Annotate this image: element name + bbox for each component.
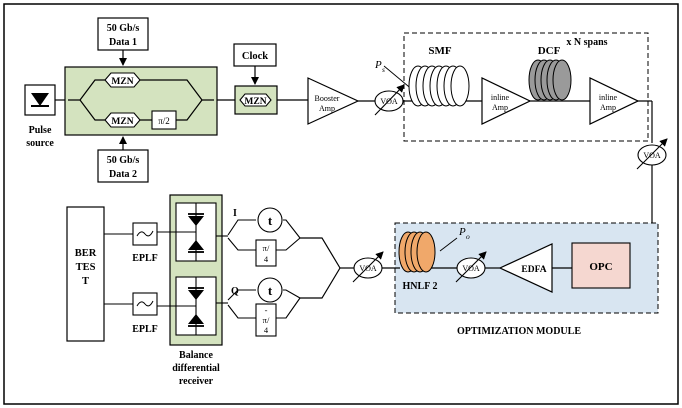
svg-text:inline: inline	[599, 93, 618, 102]
svg-text:Amp: Amp	[600, 103, 616, 112]
delay-i: t	[268, 213, 273, 228]
voa-right: VOA	[636, 138, 668, 170]
split-lower	[300, 267, 341, 299]
interferometer-q: t - π/ 4 Q	[227, 277, 301, 337]
eplf-top: EPLF	[132, 222, 158, 264]
span-box	[403, 32, 649, 142]
split-upper	[300, 237, 341, 269]
voa-top: VOA	[374, 84, 405, 116]
svg-text:EPLF: EPLF	[132, 324, 158, 335]
data1-source: 50 Gb/s Data 1	[97, 17, 149, 66]
voa-module: VOA	[455, 251, 487, 283]
spans-label: x N spans	[566, 37, 607, 48]
balanced-receiver: Balance differential receiver	[169, 194, 223, 387]
svg-text:receiver: receiver	[179, 376, 214, 387]
pulse-label: Pulse	[29, 125, 52, 136]
svg-text:o: o	[466, 232, 470, 241]
svg-text:Data 1: Data 1	[109, 37, 137, 48]
svg-text:π/: π/	[263, 243, 270, 253]
opc-block: OPC	[571, 242, 631, 289]
svg-text:50 Gb/s: 50 Gb/s	[107, 155, 140, 166]
svg-text:EPLF: EPLF	[132, 253, 158, 264]
edfa-amp: EDFA	[498, 243, 553, 293]
clock-modulator: MZN	[234, 85, 278, 115]
ber-tester: BER TES T	[66, 206, 105, 342]
outer-frame	[3, 3, 679, 405]
interferometer-i: t π/ 4 I	[227, 207, 301, 267]
svg-text:differential: differential	[172, 363, 220, 374]
svg-text:EDFA: EDFA	[521, 265, 546, 275]
svg-text:π/2: π/2	[158, 116, 170, 126]
q-label: Q	[231, 286, 239, 297]
pulse-source: Pulse source	[24, 84, 56, 149]
svg-text:P: P	[374, 59, 382, 71]
svg-text:MZN: MZN	[111, 117, 133, 127]
svg-text:Booster: Booster	[315, 94, 340, 103]
inline-amp-1: inline Amp	[481, 77, 532, 125]
svg-text:-: -	[265, 305, 268, 315]
phase-shift-pi-2: π/2	[151, 110, 177, 130]
svg-text:VOA: VOA	[359, 264, 377, 273]
smf-coil: SMF	[408, 45, 470, 107]
source-label: source	[26, 138, 54, 149]
svg-text:VOA: VOA	[643, 151, 661, 160]
svg-text:BER: BER	[75, 248, 97, 259]
dcf-coil: DCF	[528, 45, 572, 101]
booster-amp: Booster Amp	[307, 77, 360, 125]
svg-text:T: T	[82, 276, 89, 287]
voa-receiver: VOA	[352, 251, 384, 283]
smf-label: SMF	[428, 45, 452, 57]
data2-source: 50 Gb/s Data 2	[97, 136, 149, 183]
svg-text:VOA: VOA	[462, 264, 480, 273]
optimization-module-label: OPTIMIZATION MODULE	[457, 326, 581, 337]
svg-text:Balance: Balance	[179, 350, 213, 361]
svg-text:Clock: Clock	[242, 51, 268, 62]
svg-text:MZN: MZN	[244, 97, 266, 107]
iq-modulator: MZN MZN π/2	[64, 66, 218, 136]
svg-text:s: s	[382, 65, 385, 74]
svg-text:π/: π/	[263, 315, 270, 325]
svg-text:Amp: Amp	[319, 104, 335, 113]
svg-text:50 Gb/s: 50 Gb/s	[107, 23, 140, 34]
svg-text:OPC: OPC	[589, 261, 612, 273]
svg-text:Data 2: Data 2	[109, 169, 137, 180]
svg-text:MZN: MZN	[111, 77, 133, 87]
eplf-bottom: EPLF	[132, 292, 158, 335]
mzn-bottom: MZN	[104, 112, 141, 128]
hnlf-label: HNLF 2	[403, 281, 438, 292]
svg-text:TES: TES	[76, 262, 96, 273]
svg-text:P: P	[458, 226, 466, 238]
dcf-label: DCF	[538, 45, 561, 57]
delay-q: t	[268, 283, 273, 298]
mzn-top: MZN	[104, 72, 141, 88]
svg-text:4: 4	[264, 325, 269, 335]
hnlf-coil: HNLF 2	[398, 231, 438, 292]
po-label: P o	[439, 226, 470, 252]
svg-text:Amp: Amp	[492, 103, 508, 112]
svg-text:VOA: VOA	[380, 97, 398, 106]
i-label: I	[233, 208, 237, 219]
clock-source: Clock	[233, 43, 277, 85]
inline-amp-2: inline Amp	[589, 77, 640, 125]
svg-text:inline: inline	[491, 93, 510, 102]
svg-text:4: 4	[264, 254, 269, 264]
